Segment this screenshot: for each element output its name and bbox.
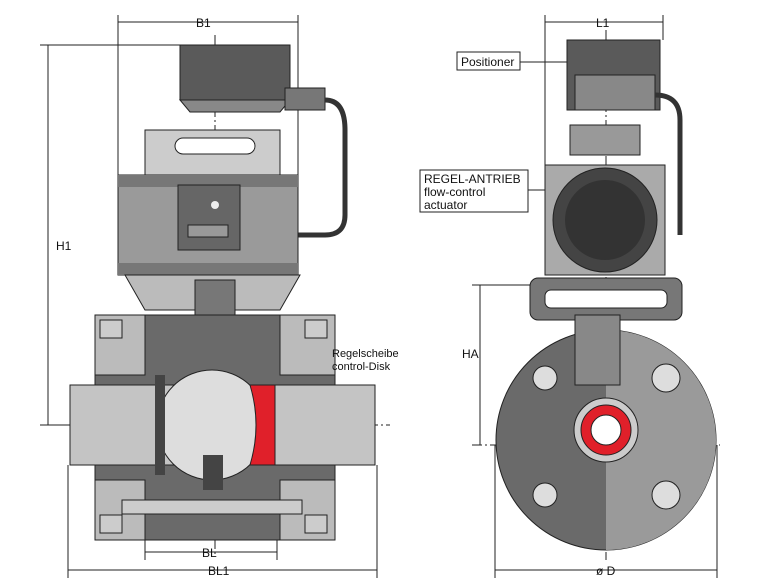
dim-bl1-label: BL1: [208, 564, 230, 578]
actuator-label-en2: actuator: [424, 198, 467, 212]
actuator-label-de: REGEL-ANTRIEB: [424, 172, 521, 186]
actuator-label-box: [419, 169, 529, 213]
dim-b1-label: B1: [196, 16, 211, 30]
right-valve-view: Positioner REGEL-ANTRIEB flow-control ac…: [419, 15, 720, 578]
dim-h1-label: H1: [56, 239, 72, 253]
actuator-label-en1: flow-control: [424, 185, 485, 199]
disk-callout-de: Regelscheibe: [332, 348, 399, 360]
dim-l1-label: L1: [596, 16, 610, 30]
positioner-label: Positioner: [461, 55, 514, 69]
flange-bolts-right: [532, 363, 681, 510]
flange-bolts-left: [99, 319, 328, 534]
dim-ha-label: HA: [462, 347, 479, 361]
left-valve-view: B1 H1 BL BL1 Regelscheibe control-Disk: [40, 15, 399, 578]
control-disk: [249, 384, 276, 466]
positioner-housing: [179, 44, 291, 101]
dim-d-label: ø D: [596, 564, 616, 578]
disk-callout-en: control-Disk: [332, 361, 391, 373]
positioner-label-box: [456, 51, 521, 71]
dim-bl-label: BL: [202, 546, 217, 560]
